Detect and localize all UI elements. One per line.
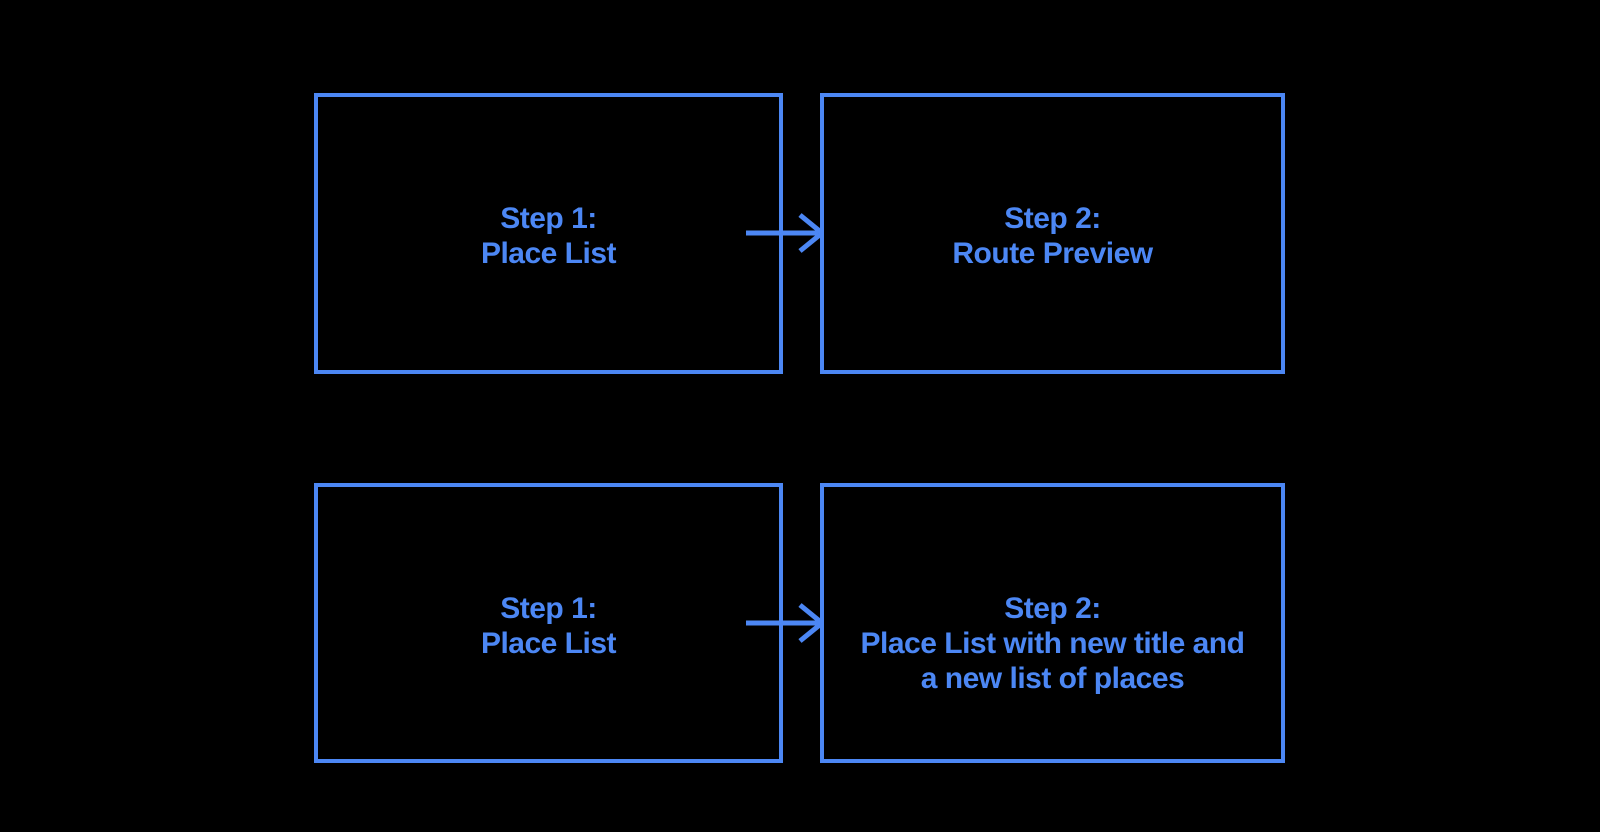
- step-label: Step 2: Place List with new title and a …: [860, 592, 1245, 695]
- arrow-right-icon: [746, 603, 824, 643]
- step-label: Step 2: Route Preview: [952, 202, 1153, 270]
- flow-box-row1-step1: Step 1: Place List: [314, 93, 783, 374]
- step-label: Step 1: Place List: [480, 202, 617, 270]
- flow-box-row1-step2: Step 2: Route Preview: [820, 93, 1285, 374]
- flow-box-row2-step2: Step 2: Place List with new title and a …: [820, 483, 1285, 763]
- arrow-right-icon: [746, 213, 824, 253]
- step-label: Step 1: Place List: [480, 592, 617, 660]
- flow-box-row2-step1: Step 1: Place List: [314, 483, 783, 763]
